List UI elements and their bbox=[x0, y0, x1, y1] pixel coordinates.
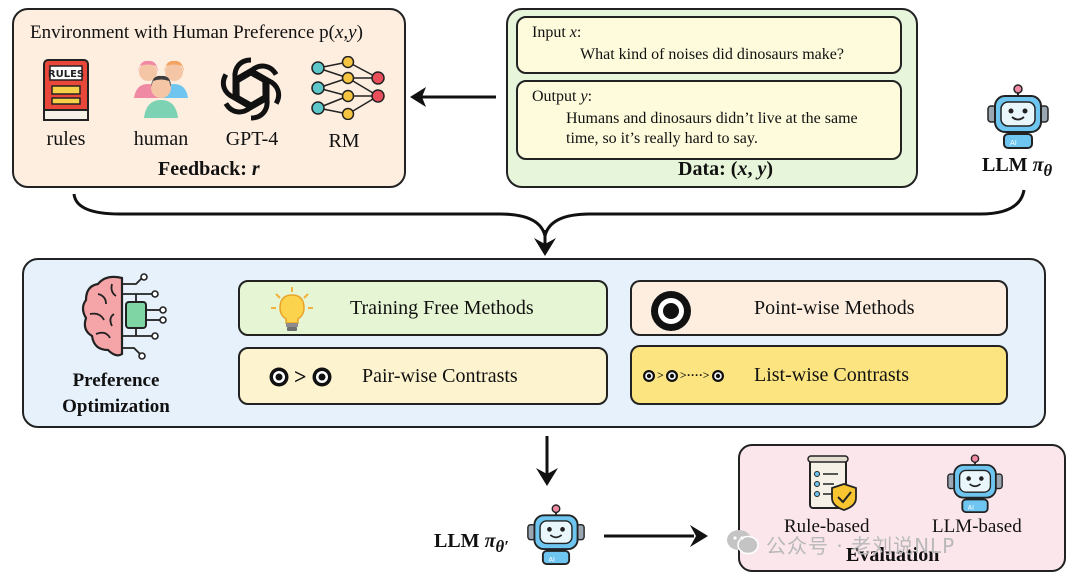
method-point-wise: Point-wise Methods bbox=[630, 280, 1008, 336]
feedback-label: Feedback: r bbox=[158, 158, 260, 180]
watermark: 公众号 · 老刘说NLP bbox=[726, 528, 955, 561]
lightbulb-icon bbox=[270, 286, 314, 340]
method-pair-wise: > Pair-wise Contrasts bbox=[238, 347, 608, 405]
reward-model-network-icon bbox=[308, 55, 388, 121]
brain-circuit-icon bbox=[76, 270, 168, 362]
svg-text:AI: AI bbox=[968, 504, 974, 511]
list-compare-icon: > >····> bbox=[642, 368, 725, 383]
output-card bbox=[516, 80, 902, 160]
input-label: Input x: bbox=[532, 24, 582, 41]
output-label: Output y: bbox=[532, 88, 593, 105]
updated-llm-robot-icon: AI bbox=[526, 500, 586, 570]
llm-to-evaluation-arrow bbox=[604, 525, 708, 547]
method-list-wise: > >····> List-wise Contrasts bbox=[630, 345, 1008, 405]
source-label-rules: rules bbox=[46, 128, 86, 150]
data-to-environment-arrow bbox=[410, 87, 496, 107]
llm-based-label: LLM-based bbox=[932, 516, 1022, 537]
source-label-gpt4: GPT-4 bbox=[225, 128, 279, 150]
source-label-rm: RM bbox=[328, 130, 360, 152]
pair-compare-icon: > bbox=[268, 364, 333, 390]
svg-text:AI: AI bbox=[549, 555, 555, 563]
svg-text:RULES: RULES bbox=[48, 69, 84, 80]
llm-bottom-label: LLM πθ′ bbox=[434, 530, 509, 556]
output-text-line1: Humans and dinosaurs didn’t live at the … bbox=[566, 110, 858, 127]
preference-optimization-label: Preference Optimization bbox=[62, 370, 170, 417]
target-icon bbox=[648, 288, 694, 340]
output-text-line2: time, so it’s really hard to say. bbox=[566, 130, 758, 147]
svg-text:AI: AI bbox=[1010, 139, 1017, 147]
llm-robot-icon: AI bbox=[986, 84, 1050, 150]
openai-logo-icon bbox=[216, 54, 286, 124]
method-training-free: Training Free Methods bbox=[238, 280, 608, 336]
evaluation-box bbox=[738, 444, 1066, 572]
merge-brace bbox=[72, 189, 1026, 256]
rule-document-icon bbox=[804, 454, 860, 514]
wechat-icon bbox=[726, 528, 760, 561]
method-label: Point-wise Methods bbox=[754, 296, 915, 319]
input-text: What kind of noises did dinosaurs make? bbox=[580, 46, 844, 63]
method-label: Training Free Methods bbox=[350, 296, 534, 319]
environment-title: Environment with Human Preference p(x,y) bbox=[30, 22, 363, 43]
rules-book-icon: RULES bbox=[40, 58, 92, 124]
method-label: List-wise Contrasts bbox=[754, 363, 909, 386]
data-caption: Data: (x, y) bbox=[678, 158, 773, 180]
input-card bbox=[516, 16, 902, 74]
source-label-human: human bbox=[133, 128, 189, 150]
llm-judge-robot-icon: AI bbox=[946, 452, 1004, 516]
human-group-icon bbox=[128, 54, 194, 120]
llm-top-label: LLM πθ bbox=[982, 154, 1053, 180]
method-label: Pair-wise Contrasts bbox=[362, 364, 518, 387]
rule-based-label: Rule-based bbox=[784, 516, 870, 537]
po-to-llm-arrow bbox=[536, 436, 558, 486]
evaluation-caption: Evaluation bbox=[846, 544, 940, 566]
